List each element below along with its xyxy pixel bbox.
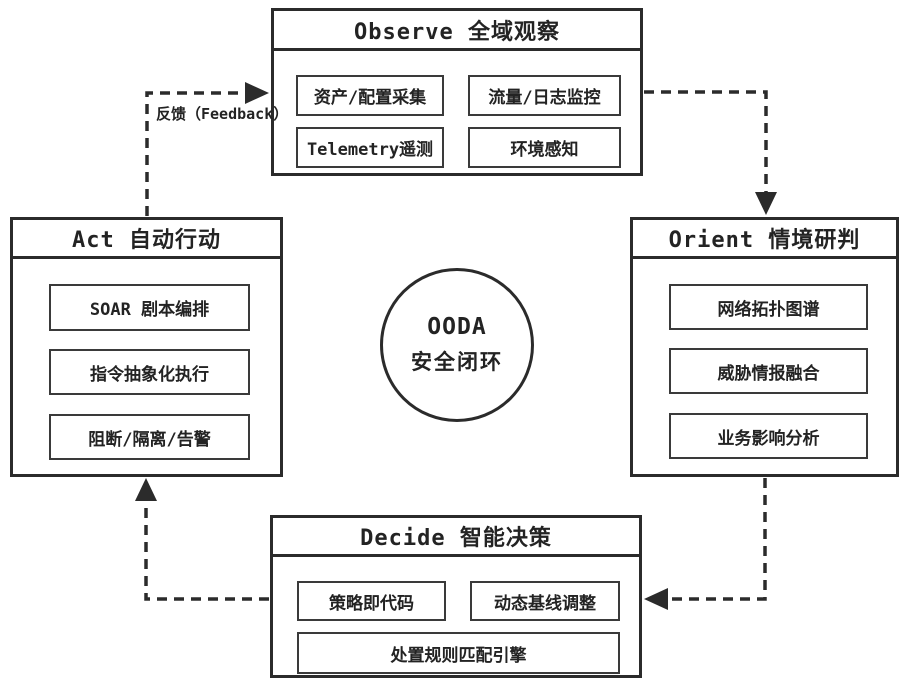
observe-item-telemetry: Telemetry遥测: [296, 127, 444, 168]
panel-orient-title: Orient 情境研判: [633, 220, 896, 259]
orient-item-business-impact: 业务影响分析: [669, 413, 868, 459]
ooda-label: OODA: [427, 314, 487, 340]
panel-orient: Orient 情境研判 网络拓扑图谱 威胁情报融合 业务影响分析: [630, 217, 899, 477]
ooda-center-circle: OODA 安全闭环: [380, 268, 534, 422]
arrow-orient-to-decide: [664, 478, 767, 601]
observe-item-environment-awareness: 环境感知: [468, 127, 621, 168]
arrowhead-orient-to-decide: [644, 588, 668, 610]
arrowhead-act-to-observe: [245, 82, 269, 104]
decide-item-policy-as-code: 策略即代码: [297, 581, 446, 621]
act-item-block-isolate-alert: 阻断/隔离/告警: [49, 414, 250, 460]
act-item-command-abstraction: 指令抽象化执行: [49, 349, 250, 395]
panel-act: Act 自动行动 SOAR 剧本编排 指令抽象化执行 阻断/隔离/告警: [10, 217, 283, 477]
arrow-observe-to-orient: [644, 90, 768, 196]
arrow-decide-to-act: [144, 499, 269, 601]
observe-item-asset-config-collection: 资产/配置采集: [296, 75, 444, 116]
orient-item-threat-intel-fusion: 威胁情报融合: [669, 348, 868, 394]
arrowhead-decide-to-act: [135, 478, 157, 501]
panel-act-title: Act 自动行动: [13, 220, 280, 259]
feedback-label: 反馈（Feedback）: [156, 105, 289, 123]
decide-item-rule-matching-engine: 处置规则匹配引擎: [297, 632, 620, 674]
observe-item-traffic-log-monitoring: 流量/日志监控: [468, 75, 621, 116]
panel-observe: Observe 全域观察 资产/配置采集 流量/日志监控 Telemetry遥测…: [271, 8, 643, 176]
arrowhead-observe-to-orient: [755, 192, 777, 215]
security-loop-label: 安全闭环: [411, 350, 503, 374]
panel-observe-title: Observe 全域观察: [274, 11, 640, 51]
panel-decide-title: Decide 智能决策: [273, 518, 639, 557]
panel-decide: Decide 智能决策 策略即代码 动态基线调整 处置规则匹配引擎: [270, 515, 642, 678]
act-item-soar-playbook: SOAR 剧本编排: [49, 284, 250, 331]
orient-item-network-topology: 网络拓扑图谱: [669, 284, 868, 330]
decide-item-dynamic-baseline: 动态基线调整: [470, 581, 620, 621]
